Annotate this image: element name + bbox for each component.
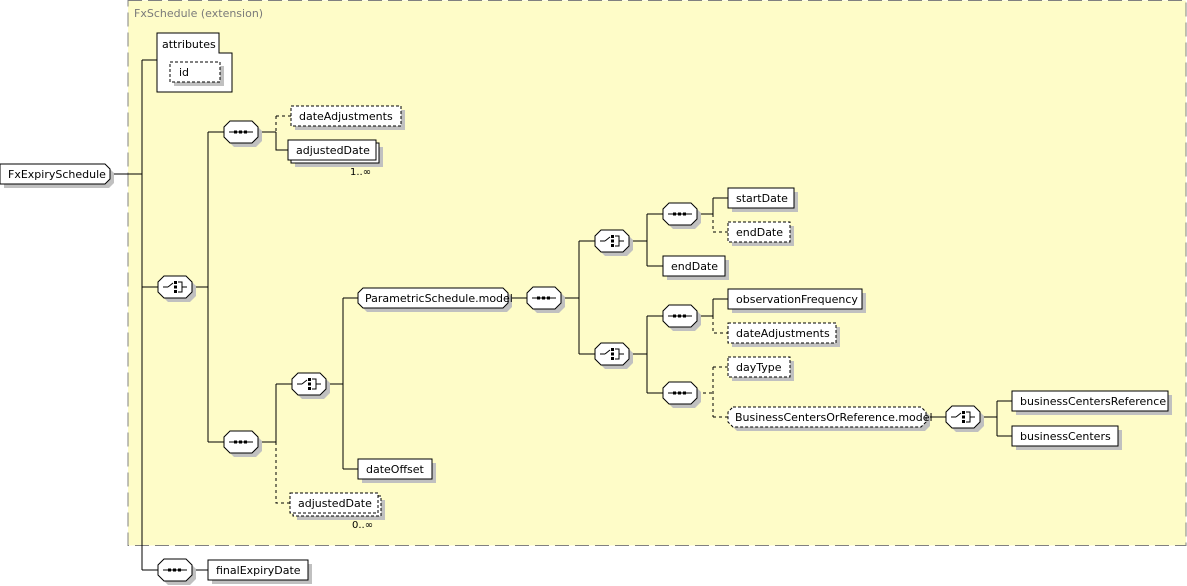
element-finalExpiryDate-label: finalExpiryDate — [216, 564, 301, 577]
element-endDate-optional-label: endDate — [736, 226, 783, 239]
sequence-compositor-icon[interactable] — [662, 304, 701, 331]
element-endDate-optional[interactable]: endDate — [727, 221, 794, 246]
group-ParametricSchedule-model[interactable]: ParametricSchedule.model — [357, 287, 513, 312]
element-businessCenters-label: businessCenters — [1020, 430, 1111, 443]
choice-compositor-icon[interactable] — [291, 372, 330, 399]
element-dateOffset[interactable]: dateOffset — [357, 458, 436, 483]
element-adjustedDate[interactable]: adjustedDate 1..∞ — [287, 139, 383, 178]
sequence-compositor-icon[interactable] — [223, 430, 262, 457]
sequence-compositor-icon[interactable] — [526, 286, 565, 313]
root-element-label: FxExpirySchedule — [8, 168, 106, 181]
extension-title: FxSchedule (extension) — [134, 7, 263, 20]
choice-compositor-icon[interactable] — [594, 229, 633, 256]
element-observationFrequency-label: observationFrequency — [736, 293, 858, 306]
element-endDate[interactable]: endDate — [662, 255, 729, 280]
root-element[interactable]: FxExpirySchedule — [0, 163, 114, 188]
element-dateOffset-label: dateOffset — [366, 463, 425, 476]
connector — [275, 442, 290, 504]
element-dateAdjustments-2-label: dateAdjustments — [736, 327, 830, 340]
element-businessCenters[interactable]: businessCenters — [1011, 425, 1122, 450]
element-startDate-label: startDate — [736, 192, 788, 205]
element-endDate-label: endDate — [671, 260, 718, 273]
element-dateAdjustments-label: dateAdjustments — [299, 110, 393, 123]
element-businessCentersReference-label: businessCentersReference — [1020, 395, 1166, 408]
element-adjustedDate-optional-label: adjustedDate — [298, 497, 372, 510]
element-dateAdjustments[interactable]: dateAdjustments — [290, 105, 405, 130]
connector — [275, 132, 290, 151]
element-adjustedDate-label: adjustedDate — [296, 144, 370, 157]
element-adjustedDate-optional[interactable]: adjustedDate 0..∞ — [289, 492, 385, 531]
element-finalExpiryDate[interactable]: finalExpiryDate — [207, 559, 312, 584]
sequence-compositor-icon[interactable] — [223, 120, 262, 147]
element-dayType[interactable]: dayType — [727, 356, 794, 381]
choice-compositor-icon[interactable] — [945, 405, 984, 432]
group-BusinessCentersOrReference-model[interactable]: BusinessCentersOrReference.model — [727, 406, 933, 431]
attributes-box[interactable]: attributes id — [156, 32, 233, 93]
sequence-compositor-icon[interactable] — [662, 381, 701, 408]
choice-compositor-icon[interactable] — [594, 342, 633, 369]
extension-box — [127, 0, 1187, 546]
element-businessCentersReference[interactable]: businessCentersReference — [1011, 390, 1172, 415]
sequence-compositor-icon[interactable] — [157, 558, 196, 585]
attribute-id: id — [179, 66, 189, 79]
attributes-label: attributes — [162, 38, 216, 51]
group-BusinessCentersOrReference-model-label: BusinessCentersOrReference.model — [735, 411, 933, 424]
element-dateAdjustments-2[interactable]: dateAdjustments — [727, 322, 840, 347]
choice-compositor-icon[interactable] — [157, 275, 196, 302]
element-adjustedDate-optional-occurrence: 0..∞ — [352, 520, 373, 531]
connector — [712, 316, 728, 334]
element-dayType-label: dayType — [736, 361, 782, 374]
connector — [712, 214, 728, 233]
element-observationFrequency[interactable]: observationFrequency — [727, 288, 866, 313]
element-adjustedDate-occurrence: 1..∞ — [350, 167, 371, 178]
group-ParametricSchedule-model-label: ParametricSchedule.model — [365, 292, 513, 305]
connector-lines — [110, 59, 1012, 571]
element-startDate[interactable]: startDate — [727, 187, 798, 212]
sequence-compositor-icon[interactable] — [662, 202, 701, 229]
